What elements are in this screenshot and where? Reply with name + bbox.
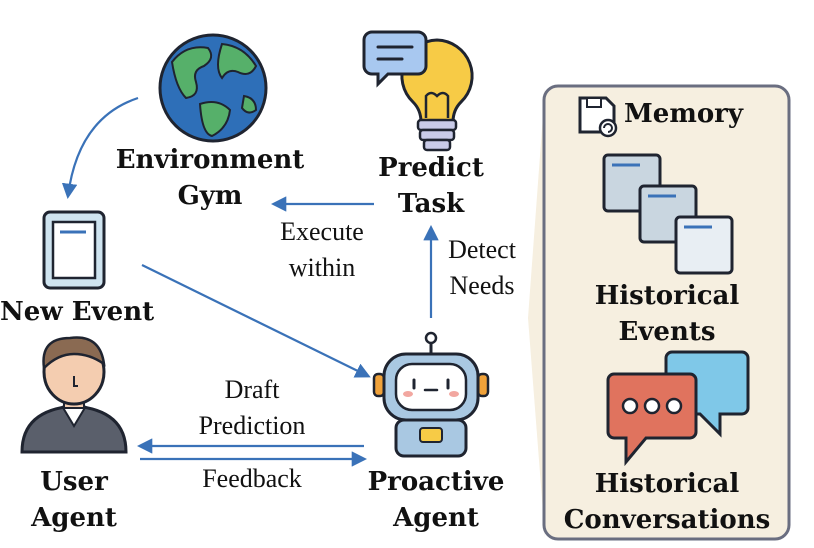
draft-prediction-label: Draft Prediction xyxy=(172,372,332,444)
historical-conversations-label: Historical Conversations xyxy=(554,466,780,538)
user-agent-line-2: Agent xyxy=(31,503,117,533)
chat-bubbles-icon xyxy=(606,350,750,467)
memory-title: Memory xyxy=(624,99,743,129)
arrow-new-event-to-agent xyxy=(141,264,371,378)
tablet-icon xyxy=(42,210,106,290)
execute-within-line-1: Execute xyxy=(280,217,364,246)
detect-needs-line-1: Detect xyxy=(448,235,516,264)
robot-icon xyxy=(372,331,490,458)
user-icon xyxy=(20,336,128,454)
stacked-windows-icon xyxy=(602,153,734,275)
predict-task-label: Predict Task xyxy=(366,150,496,222)
execute-within-label: Execute within xyxy=(262,214,382,286)
historical-events-line-2: Events xyxy=(618,317,716,347)
proactive-agent-label: Proactive Agent xyxy=(356,464,516,536)
environment-gym-label: Environment Gym xyxy=(110,142,310,214)
memory-perspective-wedge xyxy=(528,88,545,538)
proactive-agent-line-1: Proactive xyxy=(367,467,505,497)
arrow-gym-to-new-event xyxy=(61,96,139,200)
predict-task-line-1: Predict xyxy=(378,153,484,183)
predict-task-line-2: Task xyxy=(397,189,465,219)
environment-gym-line-1: Environment xyxy=(115,145,305,175)
detect-needs-line-2: Needs xyxy=(449,271,515,300)
historical-conversations-line-2: Conversations xyxy=(563,505,771,535)
feedback-label: Feedback xyxy=(202,464,302,493)
draft-prediction-line-2: Prediction xyxy=(198,411,306,440)
speech-bubble-icon xyxy=(362,30,428,88)
environment-gym-line-2: Gym xyxy=(177,181,243,211)
historical-events-line-1: Historical xyxy=(594,281,740,311)
user-agent-label: User Agent xyxy=(14,464,134,536)
save-icon xyxy=(578,96,618,138)
new-event-label: New Event xyxy=(0,297,155,327)
detect-needs-label: Detect Needs xyxy=(432,232,532,304)
globe-icon xyxy=(158,33,268,143)
execute-within-line-2: within xyxy=(288,253,356,282)
draft-prediction-line-1: Draft xyxy=(224,375,280,404)
historical-events-label: Historical Events xyxy=(574,278,760,350)
historical-conversations-line-1: Historical xyxy=(594,469,740,499)
proactive-agent-line-2: Agent xyxy=(393,503,479,533)
user-agent-line-1: User xyxy=(40,467,108,497)
